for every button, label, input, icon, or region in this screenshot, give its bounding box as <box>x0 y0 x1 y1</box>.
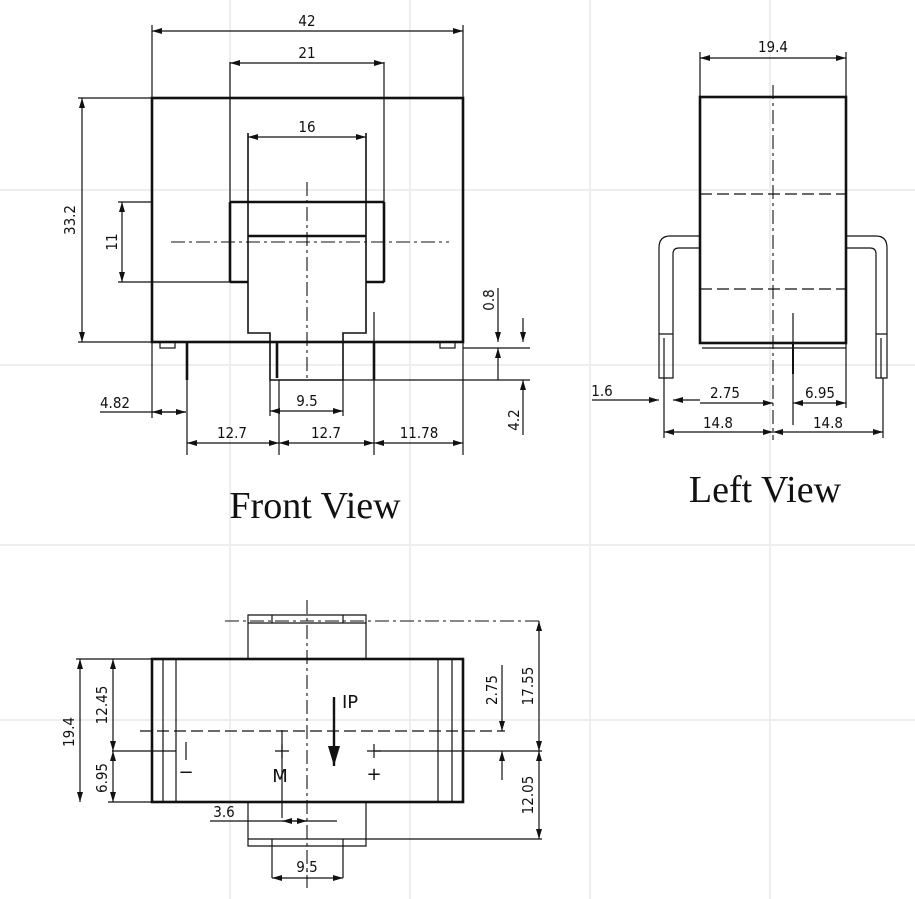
label-measure: M <box>272 766 288 787</box>
bottom-view: 19.4 12.45 6.95 17.55 12.05 2.75 3.6 9.5… <box>60 600 542 888</box>
dim-width: 42 <box>298 12 315 30</box>
dim-m-offset: 3.6 <box>213 803 234 821</box>
dim-left-width: 19.4 <box>758 38 788 56</box>
dim-pin-offset: 4.82 <box>100 394 130 412</box>
front-view: 42 21 16 33.2 11 4.82 12.7 12.7 11.78 9.… <box>61 12 530 527</box>
left-view-title: Left View <box>689 469 842 511</box>
dim-lower: 6.95 <box>93 763 111 793</box>
dim-pitch-2: 12.7 <box>311 424 341 442</box>
dim-offset: 2.75 <box>483 675 501 705</box>
dim-slot: 9.5 <box>296 392 317 410</box>
dim-tab-width: 9.5 <box>296 858 317 876</box>
dim-depth: 19.4 <box>60 717 78 747</box>
dim-pin-length: 4.2 <box>505 409 523 430</box>
label-minus: − <box>178 762 193 783</box>
label-plus: + <box>366 764 381 785</box>
dim-standoff: 0.8 <box>480 289 498 310</box>
dim-upper: 12.45 <box>93 686 111 725</box>
dim-window-outer: 21 <box>298 44 315 62</box>
front-view-title: Front View <box>229 485 401 527</box>
left-view: 19.4 1.6 2.75 6.95 14.8 14.8 Left View <box>591 38 888 511</box>
dim-window-height: 11 <box>103 233 121 250</box>
dim-tab-span-bottom: 12.05 <box>519 776 537 815</box>
label-current: IP <box>342 692 358 713</box>
dim-span-right: 14.8 <box>813 414 843 432</box>
dim-pitch-1: 12.7 <box>217 424 247 442</box>
dim-offset-a: 2.75 <box>710 384 740 402</box>
dim-pin-dia: 1.6 <box>591 382 612 400</box>
dim-window-inner: 16 <box>298 118 315 136</box>
dim-tab-span-top: 17.55 <box>519 667 537 706</box>
dim-span-left: 14.8 <box>703 414 733 432</box>
dim-right-offset: 11.78 <box>400 424 439 442</box>
dim-height: 33.2 <box>61 205 79 235</box>
dim-offset-b: 6.95 <box>805 384 835 402</box>
